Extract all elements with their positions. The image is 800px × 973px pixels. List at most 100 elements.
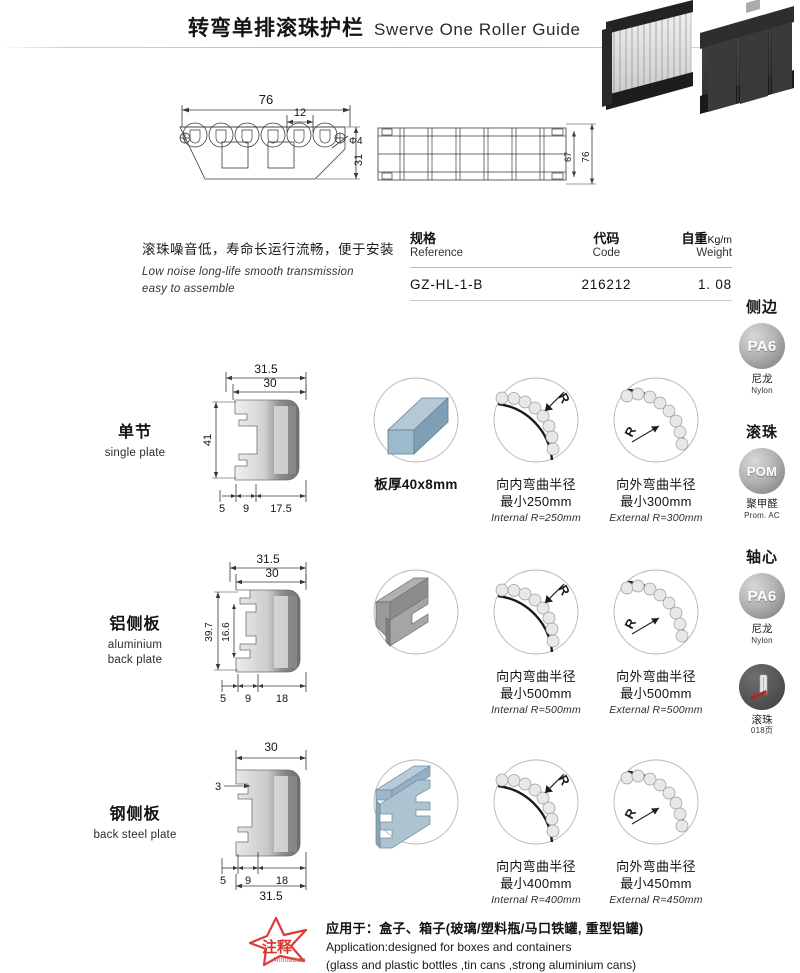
caption-cn-line2: 最小250mm bbox=[500, 494, 572, 510]
feature-text: 滚珠噪音低，寿命长运行流畅，便于安装 Low noise long-life s… bbox=[142, 238, 394, 297]
weight-unit: Kg/m bbox=[707, 234, 732, 246]
circle-cell-internal-bend-r3: R 向内弯曲半径 最小400mm Internal R=400mm bbox=[476, 752, 596, 906]
feature-text-cn: 滚珠噪音低，寿命长运行流畅，便于安装 bbox=[142, 242, 394, 257]
material-badge-pa6-axle: PA6 bbox=[739, 573, 785, 620]
column-header-reference: 规格 Reference bbox=[410, 231, 558, 267]
caption-cn-line2: 最小500mm bbox=[620, 686, 692, 702]
caption-external-bend-r3: 向外弯曲半径 最小450mm External R=450mm bbox=[596, 858, 716, 906]
sidebar-material-cn-side: 尼龙 bbox=[751, 373, 773, 385]
ball-tool-icon[interactable] bbox=[739, 663, 785, 710]
sidebar-spacer bbox=[724, 650, 800, 664]
top-technical-drawings: 76 12 Φ4 31 67 76 bbox=[0, 80, 620, 205]
circle-cell-internal-bend-r1: R 向内弯曲半径 最小250mm Internal R=250mm bbox=[476, 370, 596, 524]
caption-en: External R=450mm bbox=[609, 894, 703, 907]
photo-white-chain bbox=[602, 0, 693, 110]
caption-cn-line2: 最小500mm bbox=[500, 686, 572, 702]
caption-en: External R=500mm bbox=[609, 704, 703, 717]
product-row-back-steel-plate: 钢侧板 back steel plate bbox=[0, 740, 724, 932]
sidebar-block-roller: 滚珠 POM 聚甲醛 Prom. AC bbox=[724, 421, 800, 520]
caption-internal-bend-r2: 向内弯曲半径 最小500mm Internal R=500mm bbox=[476, 668, 596, 716]
dim-r2-top-inner: 30 bbox=[265, 566, 279, 580]
dim-r2-b2: 9 bbox=[245, 693, 251, 705]
dim-side-outer: 76 bbox=[581, 151, 592, 163]
cell-weight: 1. 08 bbox=[697, 276, 732, 292]
sidebar-material-en-axle: Nylon bbox=[751, 635, 773, 645]
caption-cn-line1: 向内弯曲半径 bbox=[496, 477, 576, 492]
table-row: GZ-HL-1-B 216212 1. 08 bbox=[410, 268, 732, 300]
circle-cell-external-bend-r1: R 向外弯曲半径 最小300mm External R=300mm bbox=[596, 370, 716, 524]
header-divider bbox=[0, 47, 800, 48]
page-header: 转弯单排滚珠护栏 Swerve One Roller Guide bbox=[0, 0, 800, 48]
material-badge-pom-roller: POM bbox=[739, 448, 785, 495]
column-header-weight-cn: 自重Kg/m bbox=[681, 231, 732, 246]
caption-cn-line2: 最小300mm bbox=[620, 494, 692, 510]
dim-r3-b1: 5 bbox=[220, 875, 226, 887]
photo-black-chain bbox=[700, 0, 794, 114]
footer-text-cn: 应用于：盒子、箱子(玻璃/塑料瓶/马口铁罐, 重型铝罐) bbox=[326, 921, 644, 936]
caption-cn-line1: 向外弯曲半径 bbox=[616, 859, 696, 874]
column-header-reference-cn: 规格 bbox=[410, 231, 437, 246]
feature-text-en: Low noise long-life smooth transmission … bbox=[142, 264, 392, 297]
dim-r1-top-inner: 30 bbox=[263, 376, 277, 390]
circle-cell-aluminium-profile bbox=[356, 562, 476, 668]
caption-cn-line2: 最小400mm bbox=[500, 876, 572, 892]
sidebar-block-axle: 轴心 PA6 尼龙 Nylon bbox=[724, 546, 800, 645]
sidebar-material-en-roller: Prom. AC bbox=[744, 510, 780, 520]
material-badge-pa6-side: PA6 bbox=[739, 323, 785, 369]
cell-reference: GZ-HL-1-B bbox=[410, 276, 484, 292]
caption-cn-line1: 向内弯曲半径 bbox=[496, 859, 576, 874]
row-label-aluminium-back-plate: 铝侧板 aluminium back plate bbox=[80, 610, 190, 668]
dim-r2-height2: 16.6 bbox=[221, 622, 232, 642]
caption-en: Internal R=500mm bbox=[491, 704, 581, 717]
footer-application-note: 注释 Annotation 应用于：盒子、箱子(玻璃/塑料瓶/马口铁罐, 重型铝… bbox=[246, 916, 766, 973]
sidebar-block-reference-link[interactable]: 滚珠 018页 bbox=[724, 663, 800, 736]
dim-r1-height: 41 bbox=[202, 434, 214, 446]
footer-text: 应用于：盒子、箱子(玻璃/塑料瓶/马口铁罐, 重型铝罐) Application… bbox=[326, 916, 644, 973]
page-title-en: Swerve One Roller Guide bbox=[374, 20, 581, 39]
dim-front-pitch: 12 bbox=[294, 107, 306, 119]
column-header-reference-en: Reference bbox=[410, 246, 464, 259]
annotation-star-icon: 注释 Annotation bbox=[246, 916, 312, 967]
caption-cn-line1: 向外弯曲半径 bbox=[616, 477, 696, 492]
feature-text-en-line2: easy to assemble bbox=[142, 282, 235, 295]
material-sidebar: 侧边 PA6 尼龙 Nylon 滚珠 POM 聚甲醛 Prom. AC 轴心 P… bbox=[724, 296, 800, 740]
dim-r3-top-inner: 30 bbox=[264, 742, 278, 754]
aluminium-profile-icon bbox=[373, 569, 459, 655]
caption-cn-line1: 向内弯曲半径 bbox=[496, 669, 576, 684]
profile-drawing-back-steel-plate: 30 3 5 9 18 31.5 bbox=[178, 740, 348, 907]
dim-side-inner: 67 bbox=[563, 152, 573, 162]
dim-r1-b2: 9 bbox=[243, 503, 249, 515]
ball-tool-glyph bbox=[750, 674, 768, 700]
dim-r3-bottom-outer: 31.5 bbox=[259, 889, 283, 902]
sidebar-block-side: 侧边 PA6 尼龙 Nylon bbox=[724, 296, 800, 395]
sidebar-material-en-side: Nylon bbox=[751, 385, 773, 395]
product-row-single-plate: 单节 single plate bbox=[0, 360, 724, 550]
external-bend-icon: R bbox=[613, 377, 699, 463]
column-header-code: 代码 Code bbox=[558, 231, 655, 267]
sidebar-material-cn-axle: 尼龙 bbox=[751, 623, 773, 636]
cell-code: 216212 bbox=[581, 276, 632, 292]
external-bend-icon: R bbox=[613, 569, 699, 655]
dim-r2-height: 39.7 bbox=[204, 622, 215, 642]
profile-drawing-aluminium-back-plate: 31.5 30 39.7 16.6 5 9 18 bbox=[178, 552, 348, 717]
caption-en: Internal R=400mm bbox=[491, 894, 581, 907]
sidebar-spacer bbox=[724, 524, 800, 546]
row-label-en-line1: aluminium bbox=[107, 639, 163, 651]
dim-r1-top-outer: 31.5 bbox=[254, 362, 278, 376]
row-label-cn: 钢侧板 bbox=[109, 806, 161, 823]
product-row-aluminium-back-plate: 铝侧板 aluminium back plate bbox=[0, 552, 724, 742]
table-header-divider bbox=[410, 266, 732, 268]
dim-front-hole: Φ4 bbox=[349, 136, 363, 147]
circle-cell-external-bend-r3: R 向外弯曲半径 最小450mm External R=450mm bbox=[596, 752, 716, 906]
dim-r2-b3: 18 bbox=[276, 693, 288, 705]
annotation-logo-en: Annotation bbox=[272, 957, 306, 964]
caption-external-bend-r1: 向外弯曲半径 最小300mm External R=300mm bbox=[596, 476, 716, 524]
product-photo bbox=[596, 0, 800, 118]
footer-text-en-line1: Application:designed for boxes and conta… bbox=[326, 940, 572, 954]
row-label-en: aluminium back plate bbox=[80, 638, 190, 668]
caption-plate-thickness: 板厚40x8mm bbox=[356, 476, 476, 494]
dim-r2-top-outer: 31.5 bbox=[256, 552, 280, 566]
sidebar-material-cn-roller: 聚甲醛 bbox=[746, 498, 778, 511]
dim-r3-b3: 18 bbox=[276, 875, 288, 887]
